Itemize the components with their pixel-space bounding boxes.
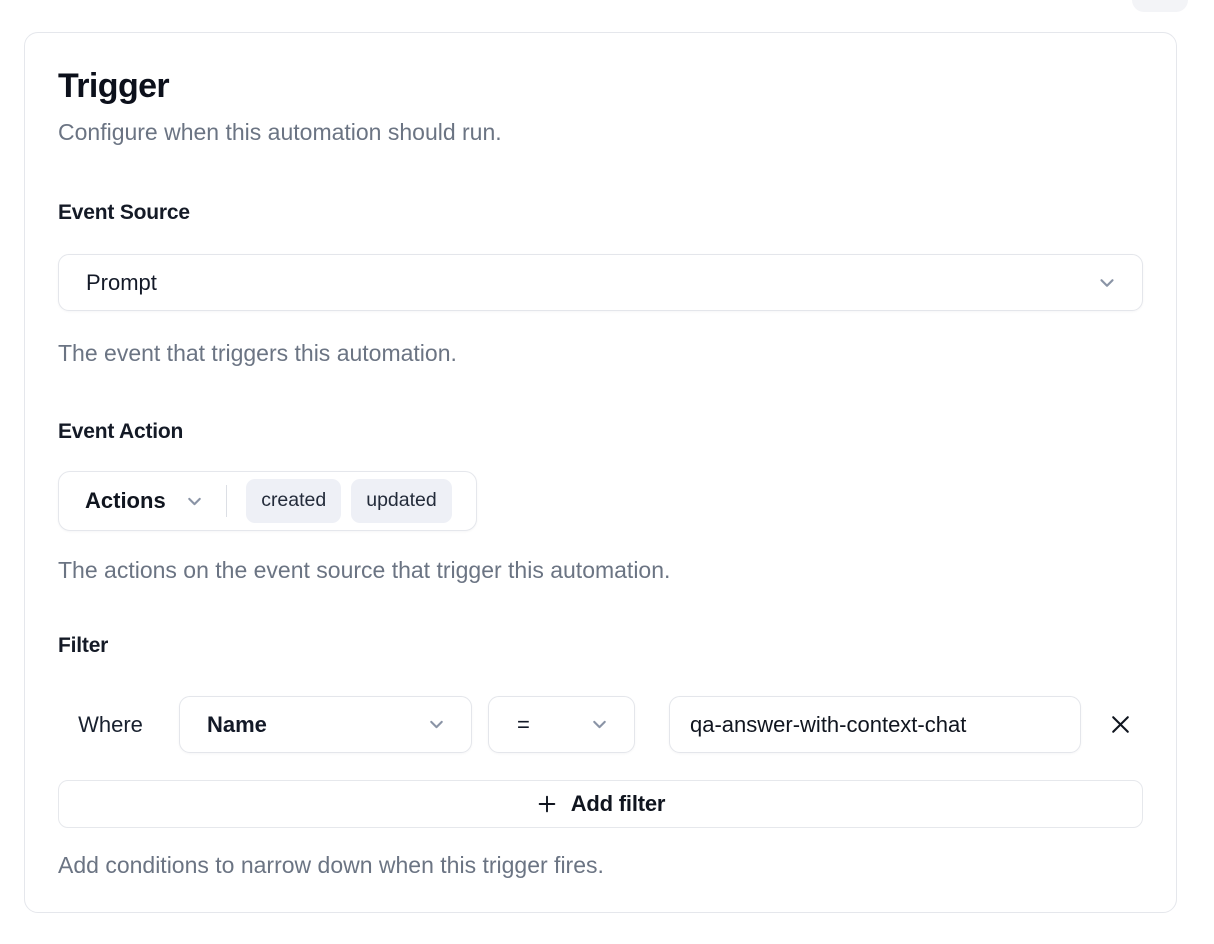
event-action-section: Event Action Actions created updated The…	[58, 419, 1143, 584]
chevron-down-icon	[1096, 272, 1118, 294]
trigger-card: Trigger Configure when this automation s…	[24, 32, 1177, 913]
filter-field-value: Name	[207, 711, 267, 737]
event-source-help: The event that triggers this automation.	[58, 340, 457, 366]
chevron-down-icon	[589, 714, 610, 735]
action-chip-created[interactable]: created	[246, 479, 342, 523]
filter-operator-select[interactable]: =	[488, 696, 635, 753]
filter-row: Where Name =	[58, 696, 1143, 753]
chevron-down-icon	[426, 714, 447, 735]
event-source-value: Prompt	[86, 269, 157, 295]
filter-value-input[interactable]	[669, 696, 1081, 753]
close-icon	[1108, 712, 1133, 737]
actions-dropdown[interactable]: Actions	[85, 488, 205, 514]
event-source-section: Event Source Prompt The event that trigg…	[58, 200, 1143, 367]
event-action-help: The actions on the event source that tri…	[58, 557, 671, 583]
event-action-group: Actions created updated	[58, 471, 477, 531]
filter-help: Add conditions to narrow down when this …	[58, 852, 604, 878]
add-filter-button[interactable]: Add filter	[58, 780, 1143, 828]
event-source-label: Event Source	[58, 201, 190, 224]
filter-operator-value: =	[517, 711, 530, 737]
filter-where-label: Where	[78, 711, 143, 737]
event-source-select[interactable]: Prompt	[58, 254, 1143, 311]
actions-dropdown-label: Actions	[85, 488, 166, 513]
plus-icon	[536, 793, 558, 815]
chevron-down-icon	[184, 491, 205, 512]
cropped-top-right-element	[1132, 0, 1188, 12]
filter-field-select[interactable]: Name	[179, 696, 472, 753]
page-title: Trigger	[58, 67, 170, 105]
remove-filter-button[interactable]	[1097, 702, 1143, 748]
filter-section: Filter Where Name =	[58, 633, 1143, 879]
action-chip-updated[interactable]: updated	[351, 479, 452, 523]
page-subtitle: Configure when this automation should ru…	[58, 119, 502, 145]
event-action-label: Event Action	[58, 420, 184, 443]
add-filter-label: Add filter	[570, 791, 666, 816]
divider	[225, 485, 228, 517]
filter-label: Filter	[58, 634, 109, 657]
